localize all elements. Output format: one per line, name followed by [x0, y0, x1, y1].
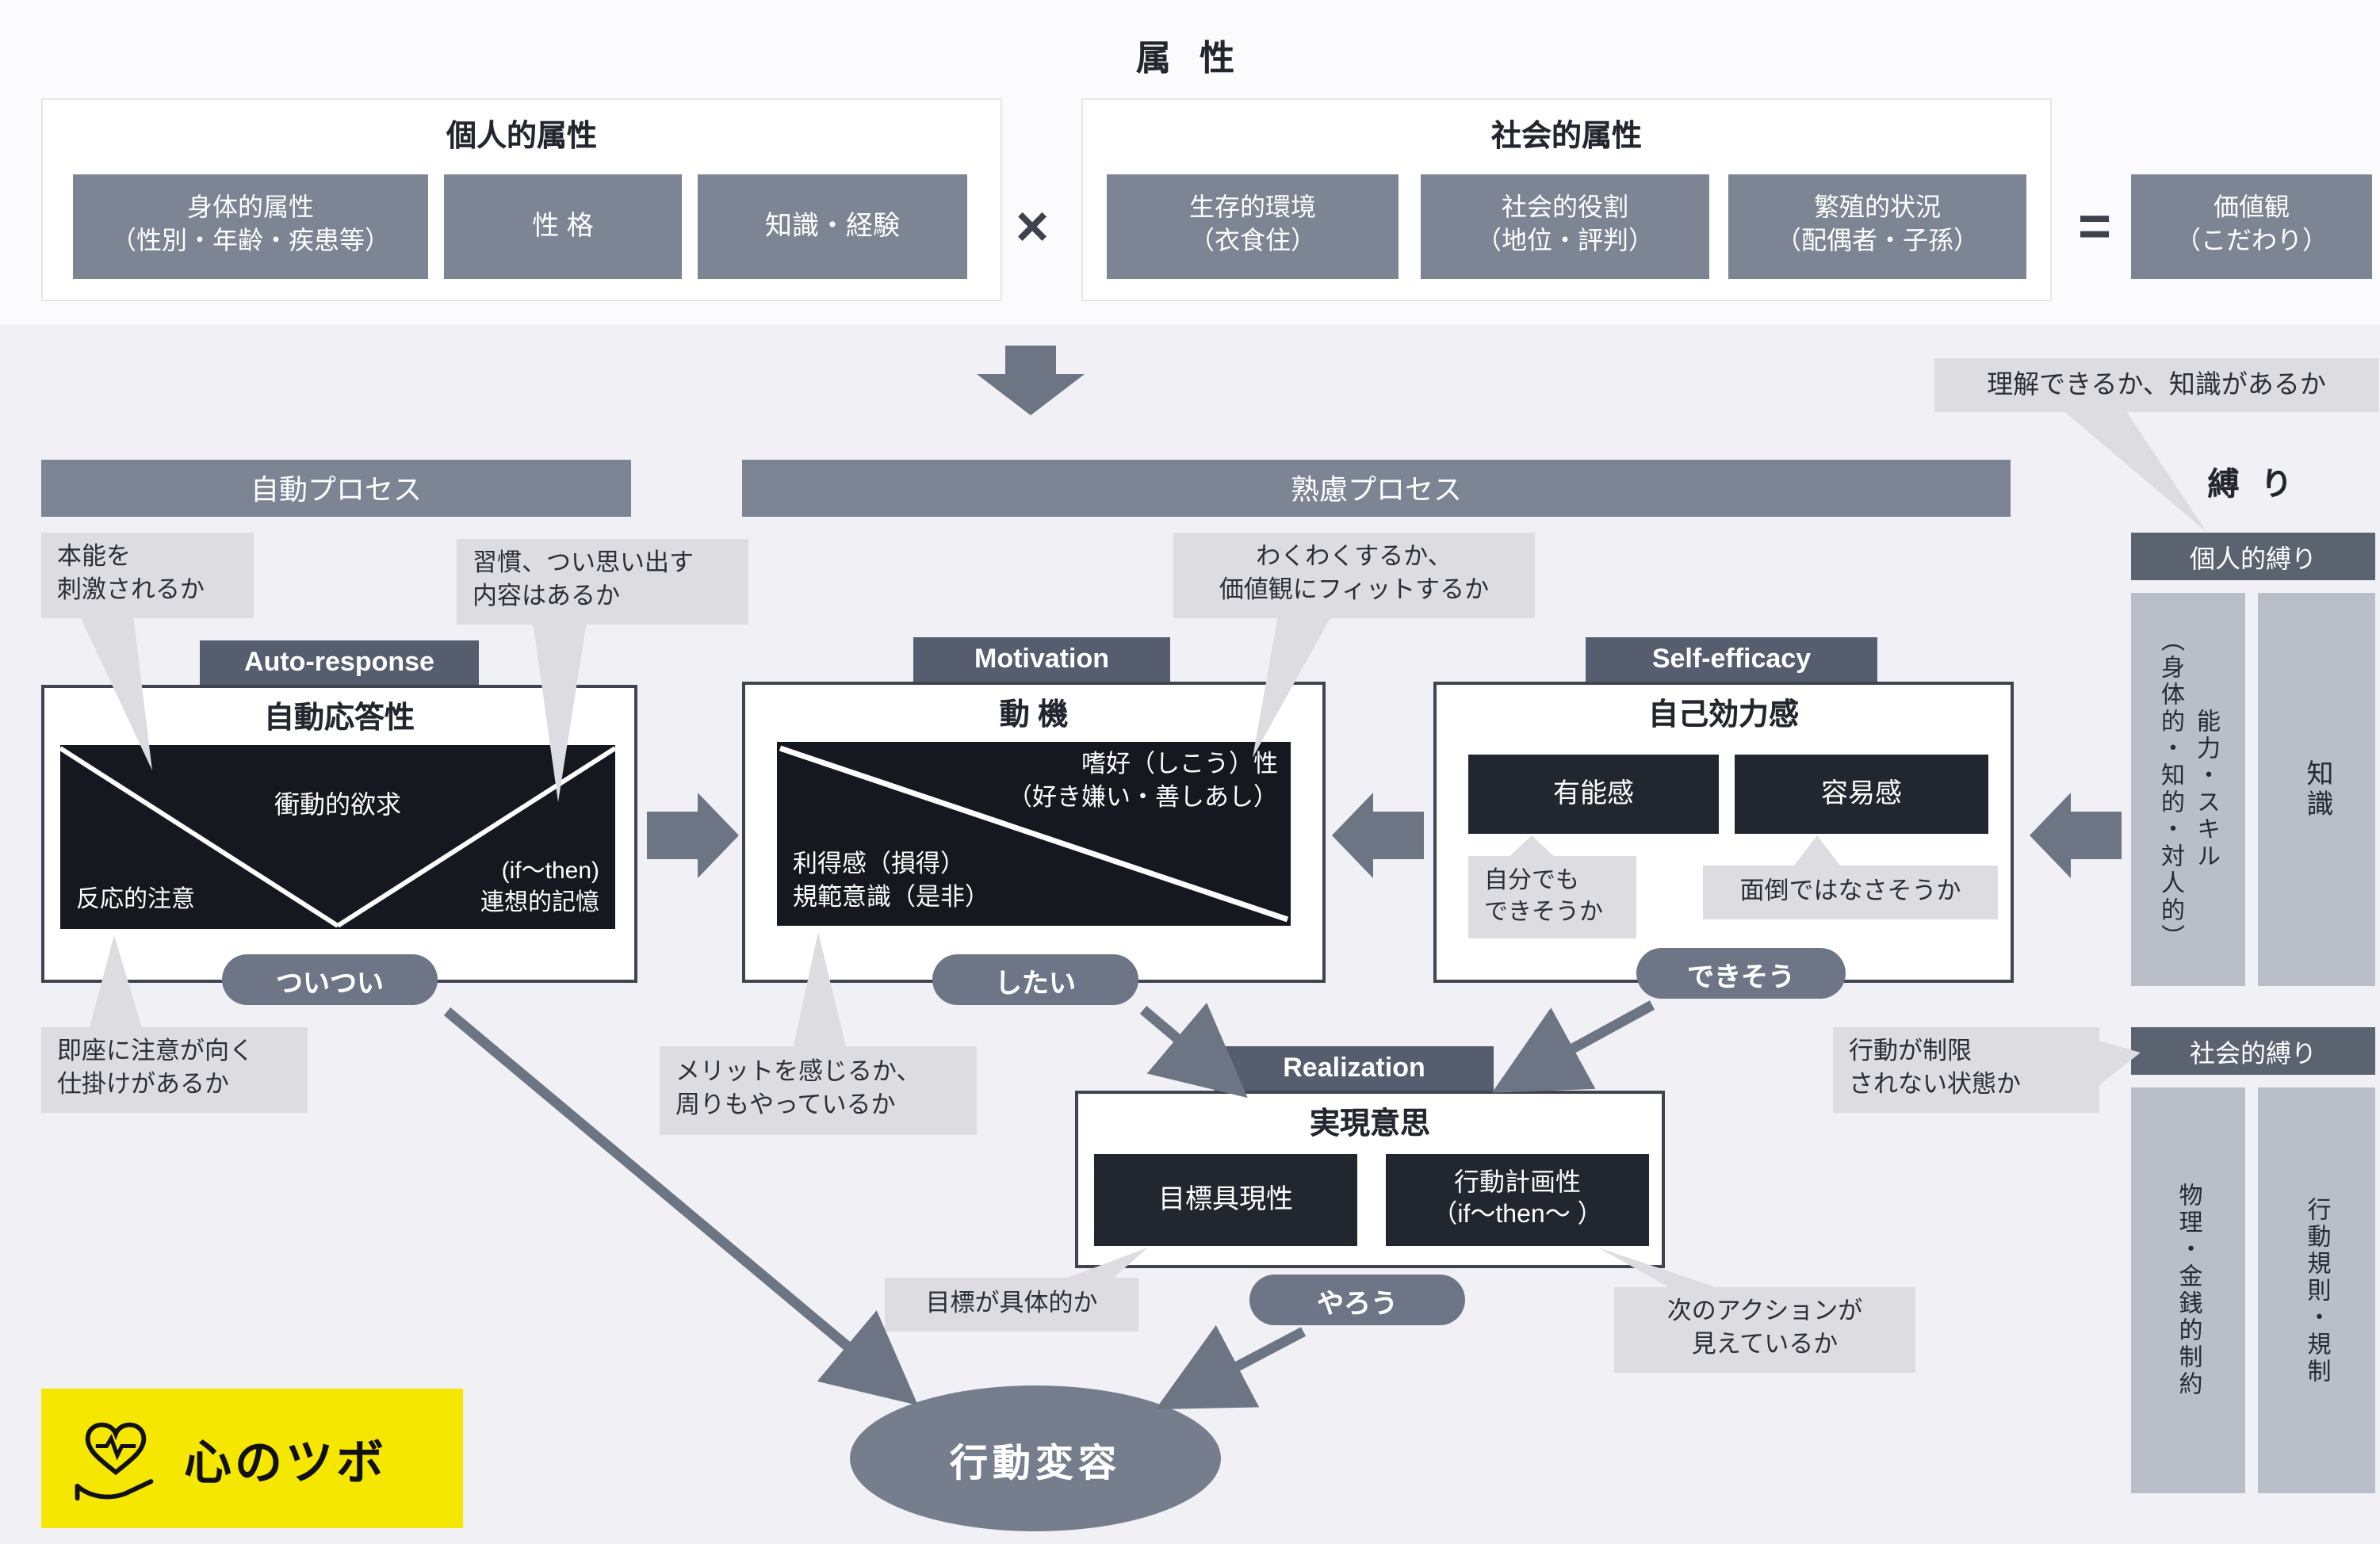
- heart-hand-icon: [75, 1422, 154, 1501]
- callout-habit: 習慣、つい思い出す 内容はあるか: [457, 539, 748, 625]
- self-efficacy-label: Self-efficacy: [1586, 637, 1877, 682]
- realization-title: 実現意思: [1309, 1107, 1430, 1141]
- callout-not-troublesome: 面倒ではなさそうか: [1703, 866, 1998, 919]
- attribute-box-personality: 性 格: [444, 174, 682, 279]
- callout-goal-concrete: 目標が具体的か: [885, 1278, 1138, 1332]
- shibari-box-knowledge: 知識: [2258, 593, 2375, 986]
- motivation-black-shape: 嗜好（しこう）性 （好き嫌い・善しあし） 利得感（損得） 規範意識（是非）: [777, 742, 1291, 926]
- callout-understand: 理解できるか、知識があるか: [1934, 358, 2378, 412]
- left-arrow-icon-motivation: [1332, 793, 1424, 878]
- associative-text: (if〜then) 連想的記憶: [480, 857, 599, 916]
- right-arrow-icon: [647, 793, 739, 878]
- ease-box: 容易感: [1735, 755, 1988, 834]
- arrow-dekisou-to-realization: [1491, 1000, 1655, 1093]
- goal-box: 目標具現性: [1094, 1154, 1357, 1246]
- auto-response-badge: ついつい: [222, 954, 438, 1005]
- shibari-box-rules: 行動規則・規制: [2258, 1087, 2375, 1493]
- gain-text: 利得感（損得） 規範意識（是非）: [793, 851, 990, 912]
- callout-next-action: 次のアクションが 見えているか: [1614, 1287, 1915, 1373]
- callout-not-restricted: 行動が制限 されない状態か: [1833, 1027, 2099, 1113]
- auto-process-bar: 自動プロセス: [41, 460, 631, 517]
- left-arrow-icon-selfefficacy: [2030, 793, 2122, 878]
- preference-text: 嗜好（しこう）性 （好き嫌い・善しあし）: [1007, 751, 1278, 812]
- arrow-shitai-to-realization: [1139, 1002, 1248, 1099]
- motivation-label: Motivation: [913, 637, 1170, 682]
- multiply-operator: ×: [1015, 193, 1050, 258]
- attributes-title: 属 性: [1135, 38, 1245, 78]
- auto-response-black-shape: 衝動的欲求 反応的注意 (if〜then) 連想的記憶: [60, 745, 615, 929]
- motivation-badge: したい: [932, 954, 1138, 1005]
- values-box: 価値観 （こだわり）: [2131, 174, 2372, 279]
- callout-instinct: 本能を 刺激されるか: [41, 533, 254, 618]
- deliberate-process-bar: 熟慮プロセス: [742, 460, 2011, 517]
- social-shibari-bar: 社会的縛り: [2131, 1027, 2375, 1075]
- realization-badge: やろう: [1249, 1275, 1465, 1325]
- competence-box: 有能感: [1468, 755, 1719, 834]
- shibari-title: 縛 り: [2207, 467, 2299, 502]
- attribute-box-role: 社会的役割 （地位・評判）: [1421, 174, 1709, 279]
- behavior-change-ellipse: 行動変容: [850, 1385, 1221, 1531]
- realization-label: Realization: [1215, 1046, 1494, 1091]
- plan-box: 行動計画性 （if〜then〜 ）: [1386, 1154, 1649, 1246]
- reactive-text: 反応的注意: [76, 885, 196, 913]
- callout-immediate: 即座に注意が向く 仕掛けがあるか: [41, 1027, 308, 1113]
- shibari-box-physical: 物理・金銭的制約: [2131, 1087, 2245, 1493]
- attribute-box-physical: 身体的属性 （性別・年齢・疾患等）: [73, 174, 428, 279]
- auto-response-label: Auto-response: [200, 640, 479, 685]
- diagonal-line-icon: [779, 745, 1289, 923]
- impulse-text: 衝動的欲求: [274, 793, 401, 820]
- self-efficacy-badge: できそう: [1636, 948, 1846, 999]
- shibari-box-ability: 能力・スキル （身体的・知的・対人的）: [2131, 593, 2245, 986]
- callout-merit: メリットを感じるか、 周りもやっているか: [660, 1046, 977, 1135]
- arrow-yarou-to-outcome: [1155, 1324, 1307, 1410]
- self-efficacy-title: 自己効力感: [1647, 698, 1799, 732]
- auto-response-title: 自動応答性: [263, 701, 415, 735]
- motivation-title: 動 機: [999, 698, 1069, 732]
- personal-shibari-bar: 個人的縛り: [2131, 533, 2375, 580]
- attribute-box-environment: 生存的環境 （衣食住）: [1107, 174, 1399, 279]
- personal-attributes-title: 個人的属性: [446, 120, 597, 153]
- callout-self-can: 自分でも できそうか: [1468, 856, 1636, 938]
- attribute-box-knowledge: 知識・経験: [698, 174, 967, 279]
- attribute-box-reproduction: 繁殖的状況 （配偶者・子孫）: [1728, 174, 2026, 279]
- equals-operator: =: [2077, 193, 2112, 258]
- logo-text: 心のツボ: [184, 1438, 387, 1490]
- logo-box: 心のツボ: [41, 1389, 463, 1528]
- social-attributes-title: 社会的属性: [1490, 120, 1642, 153]
- callout-exciting: わくわくするか、 価値観にフィットするか: [1173, 533, 1535, 618]
- down-arrow-icon: [977, 346, 1085, 415]
